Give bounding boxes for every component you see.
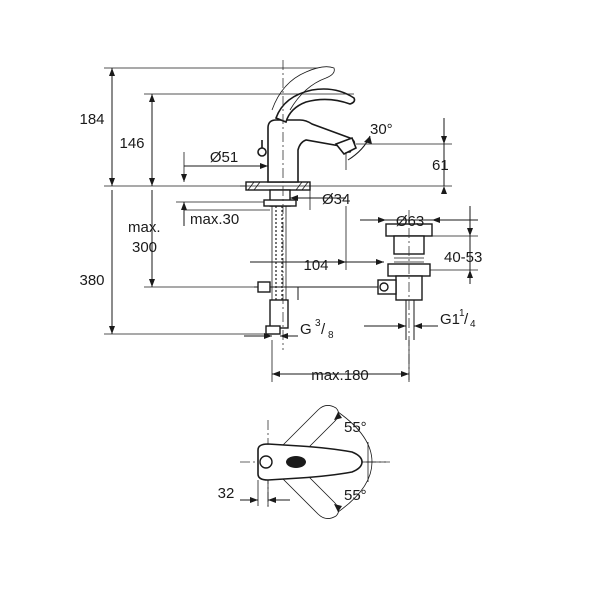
label-g1-den: 4	[470, 319, 476, 330]
label-380: 380	[79, 272, 104, 289]
dim-g1-1-4: G1 1 / 4	[364, 308, 476, 330]
label-104: 104	[303, 257, 328, 274]
label-max30: max.30	[190, 211, 239, 228]
label-g38-num: 3	[315, 318, 321, 329]
rod-clip	[257, 281, 271, 293]
dim-380: 380	[79, 190, 270, 335]
label-max180: max.180	[311, 367, 369, 384]
label-30deg: 30°	[370, 121, 393, 138]
dim-104: 104	[250, 206, 384, 274]
popup-knob-top	[259, 455, 273, 469]
supply-nut	[265, 325, 281, 335]
svg-text:/: /	[321, 321, 326, 338]
label-d63: Ø63	[396, 213, 424, 230]
label-146: 146	[119, 135, 144, 152]
fixing-nut	[263, 199, 297, 207]
label-184: 184	[79, 111, 104, 128]
label-55-bottom: 55°	[344, 487, 367, 504]
label-d51: Ø51	[210, 149, 238, 166]
label-55-top: 55°	[344, 419, 367, 436]
dim-max180: max.180	[271, 340, 410, 384]
dim-30deg: 30°	[345, 121, 393, 170]
label-max300-line1: max.	[128, 219, 161, 236]
deck-hatch	[247, 181, 309, 191]
lever-ghost-down	[265, 453, 339, 519]
label-61: 61	[432, 157, 449, 174]
label-g1-base: G1	[440, 311, 460, 328]
dim-d51: Ø51	[181, 149, 268, 182]
lever-handle	[274, 88, 356, 124]
lever-raised-outline	[271, 66, 335, 111]
lever-indicator	[286, 456, 306, 468]
lever-top-view	[257, 443, 363, 481]
label-g38-base: G	[300, 321, 312, 338]
waste-rod-ball	[379, 282, 389, 292]
supply-connector	[269, 299, 289, 329]
popup-knob	[257, 147, 267, 157]
lever-ghost-up	[265, 405, 339, 471]
dim-d63: Ø63	[360, 213, 478, 230]
dim-146: 146	[119, 93, 354, 186]
label-d34: Ø34	[322, 191, 350, 208]
dim-max300: max. 300	[128, 190, 254, 288]
dim-g-3-8: G 3 / 8	[244, 318, 334, 341]
top-view: 55° 55° 32	[218, 405, 390, 519]
center-lines	[282, 60, 410, 380]
faucet-side-view	[240, 66, 384, 335]
waste-assembly	[377, 223, 433, 340]
dim-61: 61	[316, 118, 452, 194]
dim-184: 184	[79, 67, 318, 187]
spout-nozzle	[334, 136, 358, 156]
label-g38-den: 8	[328, 330, 334, 341]
label-max300-line2: 300	[132, 239, 157, 256]
label-g1-num: 1	[459, 308, 465, 319]
dim-40-53: 40-53	[430, 206, 482, 284]
dim-d34: Ø34	[290, 190, 350, 210]
label-40-53: 40-53	[444, 249, 482, 266]
dim-max30: max.30	[176, 201, 270, 228]
svg-text:/: /	[464, 311, 469, 328]
label-32: 32	[218, 485, 235, 502]
